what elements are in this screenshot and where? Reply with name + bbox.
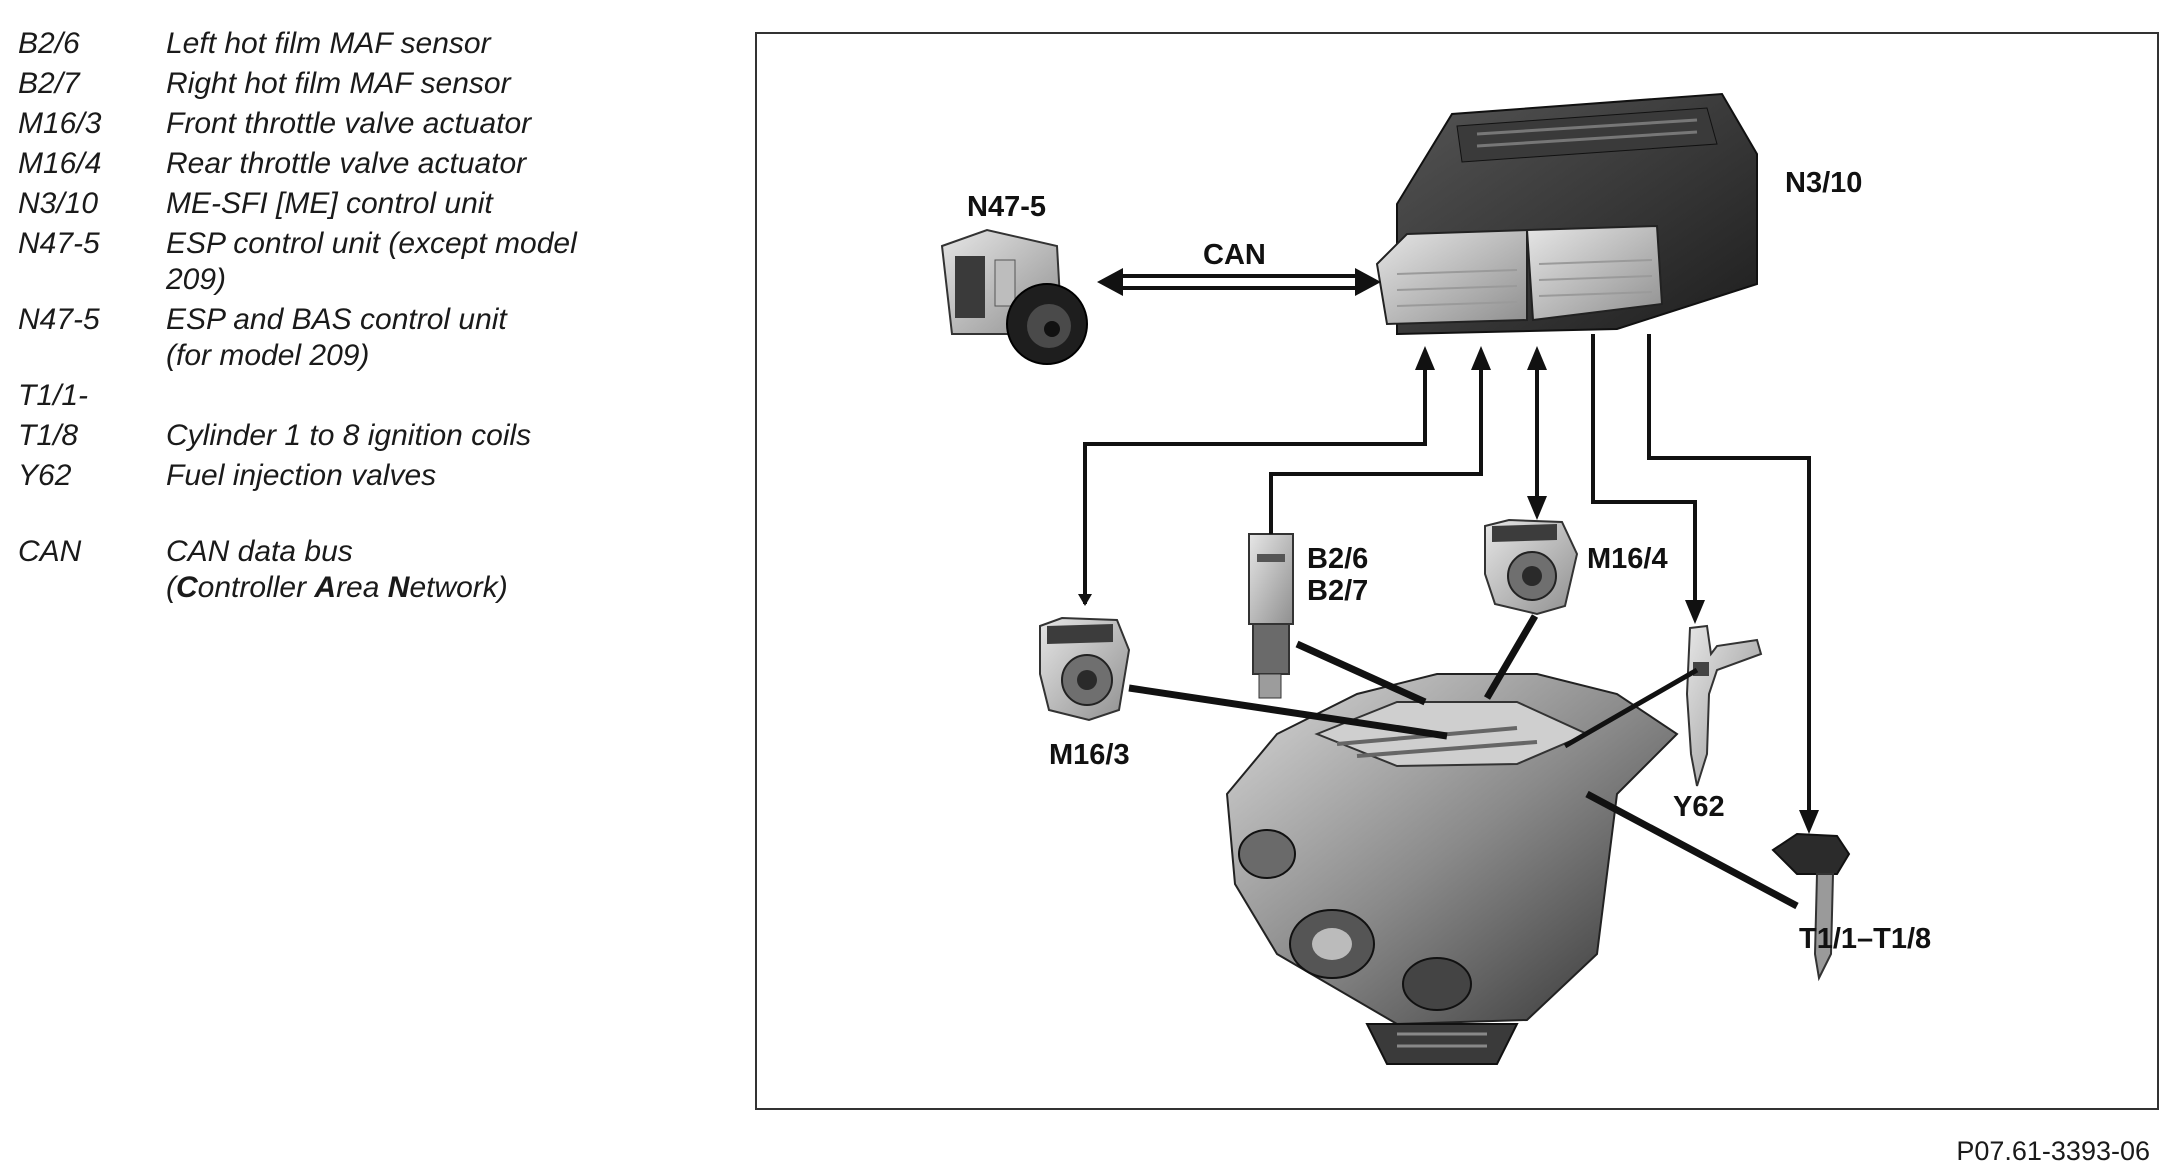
leader-m16-4 xyxy=(1483,614,1539,700)
legend-item-b2-6: B2/6 Left hot film MAF sensor xyxy=(18,26,678,62)
connection-lines xyxy=(1078,268,1819,834)
legend-code: Y62 xyxy=(18,459,72,492)
legend-description-cont: (for model 209) xyxy=(166,339,370,372)
legend-item-n47-5-esp: N47-5 ESP control unit (except model 209… xyxy=(18,226,678,298)
legend-item-n47-5-esp-bas: N47-5 ESP and BAS control unit (for mode… xyxy=(18,302,678,374)
legend-code: B2/7 xyxy=(18,67,80,100)
y62-fuel-injector-illustration xyxy=(1685,624,1763,787)
legend-description-cont: 209) xyxy=(166,263,227,296)
t1-ignition-coil-illustration xyxy=(1771,832,1851,982)
legend-description: ESP and BAS control unit xyxy=(166,303,507,336)
legend-item-n3-10: N3/10 ME-SFI [ME] control unit xyxy=(18,186,678,222)
legend-code: N3/10 xyxy=(18,187,99,220)
legend-item-m16-3: M16/3 Front throttle valve actuator xyxy=(18,106,678,142)
legend-item-y62: Y62 Fuel injection valves xyxy=(18,458,678,494)
legend-code: M16/3 xyxy=(18,107,102,140)
leader-b2 xyxy=(1295,640,1427,706)
label-m16-3: M16/3 xyxy=(1049,739,1130,771)
label-n47-5: N47-5 xyxy=(967,191,1046,223)
diagram-frame: N47-5 CAN N3/10 B2/6 B2/7 M16/4 M16/3 Y6… xyxy=(755,32,2159,1110)
arrow-b2-to-ecu xyxy=(1269,364,1483,534)
n3-10-ecu-illustration xyxy=(1375,92,1758,336)
legend-code: N47-5 xyxy=(18,303,100,336)
legend-code: B2/6 xyxy=(18,27,80,60)
component-legend: B2/6 Left hot film MAF sensor B2/7 Right… xyxy=(18,26,678,610)
n47-5-esp-unit-illustration xyxy=(940,228,1088,365)
legend-description: Left hot film MAF sensor xyxy=(166,27,491,60)
arrow-ecu-to-m16-3 xyxy=(1078,362,1427,606)
label-can: CAN xyxy=(1203,239,1266,271)
legend-item-can: CAN CAN data bus (Controller Area Networ… xyxy=(18,534,678,606)
legend-item-t1-8: T1/8 Cylinder 1 to 8 ignition coils xyxy=(18,418,678,454)
legend-item-t1-1: T1/1- xyxy=(18,378,678,414)
legend-code: T1/8 xyxy=(18,419,79,452)
legend-description: Fuel injection valves xyxy=(166,459,437,492)
legend-item-b2-7: B2/7 Right hot film MAF sensor xyxy=(18,66,678,102)
arrow-ecu-to-t1 xyxy=(1647,334,1811,814)
legend-description-cont: (Controller Area Network) xyxy=(166,571,508,604)
legend-description: Right hot film MAF sensor xyxy=(166,67,511,100)
legend-code: CAN xyxy=(18,535,82,568)
m16-4-throttle-actuator-illustration xyxy=(1484,518,1579,616)
legend-code: N47-5 xyxy=(18,227,100,260)
leader-m16-3 xyxy=(1128,684,1448,740)
legend-item-m16-4: M16/4 Rear throttle valve actuator xyxy=(18,146,678,182)
legend-description: Front throttle valve actuator xyxy=(166,107,532,140)
arrow-ecu-to-y62 xyxy=(1591,334,1697,602)
label-t1-1-t1-8: T1/1–T1/8 xyxy=(1799,923,1931,955)
label-b2-7: B2/7 xyxy=(1307,575,1368,607)
label-n3-10: N3/10 xyxy=(1785,167,1862,199)
legend-description: Rear throttle valve actuator xyxy=(166,147,527,180)
legend-description: ME-SFI [ME] control unit xyxy=(166,187,493,220)
label-m16-4: M16/4 xyxy=(1587,543,1668,575)
b2-6-b2-7-maf-sensor-illustration xyxy=(1248,533,1294,699)
can-bus-arrow xyxy=(1097,268,1381,296)
legend-description: CAN data bus xyxy=(166,535,353,568)
legend-code: T1/1- xyxy=(18,379,89,412)
m16-3-throttle-actuator-illustration xyxy=(1039,616,1131,722)
system-diagram: N47-5 CAN N3/10 B2/6 B2/7 M16/4 M16/3 Y6… xyxy=(940,92,1931,1065)
legend-description: ESP control unit (except model xyxy=(166,227,577,260)
legend-code: M16/4 xyxy=(18,147,102,180)
figure-id: P07.61-3393-06 xyxy=(1956,1136,2150,1166)
engine-illustration xyxy=(1225,673,1679,1065)
label-b2-6: B2/6 xyxy=(1307,543,1368,575)
legend-description: Cylinder 1 to 8 ignition coils xyxy=(166,419,532,452)
leader-lines xyxy=(1128,614,1799,910)
leader-y62 xyxy=(1563,667,1699,749)
leader-t1 xyxy=(1585,790,1799,910)
label-y62: Y62 xyxy=(1673,791,1725,823)
